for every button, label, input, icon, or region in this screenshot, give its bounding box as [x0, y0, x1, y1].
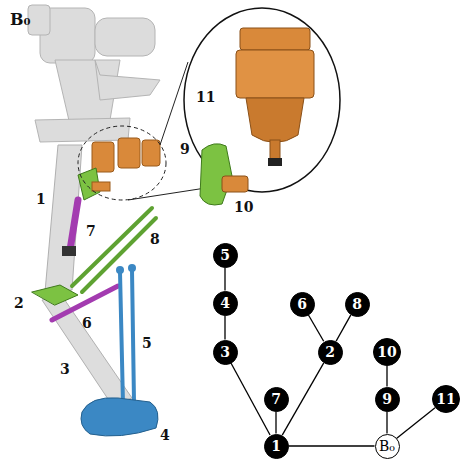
- tree-node: 2: [318, 340, 343, 365]
- tree-edge: [224, 316, 225, 340]
- tree-node: 1: [264, 434, 289, 459]
- node-number: 6: [297, 297, 307, 311]
- foot: [81, 398, 158, 436]
- callout-number: 4: [160, 428, 170, 442]
- tree-node: 5: [213, 243, 238, 268]
- tree-node: 11: [432, 385, 460, 413]
- rod-end: [128, 264, 136, 272]
- rod-end: [116, 266, 124, 274]
- body-label: B₀: [10, 12, 31, 28]
- tree-edge: [397, 408, 435, 438]
- part-9: [200, 144, 232, 205]
- node-number: 3: [220, 345, 230, 359]
- callout-number: 9: [180, 142, 190, 156]
- callout-number: 5: [142, 336, 152, 350]
- upper-body: [28, 5, 160, 142]
- rods: [32, 200, 156, 404]
- node-number: 8: [352, 297, 362, 311]
- small-joint: [92, 182, 110, 191]
- callout-number: 3: [60, 362, 70, 376]
- node-number: 9: [382, 392, 392, 406]
- hip-motor: [95, 18, 155, 56]
- node-number: 10: [377, 345, 396, 359]
- callout-number: 6: [82, 316, 92, 330]
- hip-plate: [35, 118, 130, 142]
- callout-number: 1: [36, 192, 46, 206]
- rod-8: [72, 208, 152, 286]
- rod-7: [70, 200, 78, 250]
- tree-edge: [289, 445, 375, 446]
- bracket: [28, 5, 50, 35]
- actuator-base: [246, 98, 304, 143]
- actuator-cap: [240, 28, 310, 50]
- actuator: [92, 142, 114, 172]
- tree-node: 7: [264, 387, 289, 412]
- actuators: [78, 138, 160, 200]
- tree-edge: [275, 412, 276, 434]
- tree-edge: [224, 268, 225, 291]
- rod-5: [120, 272, 123, 404]
- tree-node: 8: [345, 292, 370, 317]
- tree-node: 9: [375, 387, 400, 412]
- node-number: 5: [220, 248, 230, 262]
- tree-node: 3: [213, 340, 238, 365]
- tree-node: B₀: [375, 434, 400, 459]
- node-number: B₀: [379, 439, 395, 453]
- tree-edge: [308, 315, 323, 341]
- node-number: 2: [325, 345, 335, 359]
- actuator: [118, 138, 140, 168]
- callout-number: 7: [86, 224, 96, 238]
- shin-link: [42, 296, 132, 405]
- part-10: [222, 176, 248, 192]
- tree-edge: [386, 366, 387, 387]
- rod-5: [132, 270, 134, 402]
- inset-parts: [200, 28, 314, 205]
- callout-number: 11: [196, 90, 215, 104]
- rod-end: [62, 246, 76, 256]
- tree-node: 4: [213, 291, 238, 316]
- node-number: 1: [271, 439, 281, 453]
- leg-links: [42, 145, 132, 405]
- actuator: [142, 140, 160, 166]
- tree-edge: [336, 315, 351, 341]
- node-number: 11: [436, 392, 455, 406]
- callout-number: 8: [150, 232, 160, 246]
- knee-crank: [32, 285, 78, 305]
- node-number: 7: [271, 392, 281, 406]
- tree-node: 6: [290, 292, 315, 317]
- tree-node: 10: [373, 338, 401, 366]
- actuator-body: [236, 50, 314, 98]
- thigh-link: [45, 145, 82, 292]
- node-number: 4: [220, 296, 230, 310]
- actuator-shaft: [270, 140, 280, 160]
- pelvis-arm: [95, 60, 160, 100]
- callout-number: 2: [14, 296, 24, 310]
- tree-edge: [386, 412, 387, 434]
- actuator-tip: [268, 158, 282, 166]
- callout-number: 10: [234, 200, 253, 214]
- zoom-region: [78, 126, 166, 200]
